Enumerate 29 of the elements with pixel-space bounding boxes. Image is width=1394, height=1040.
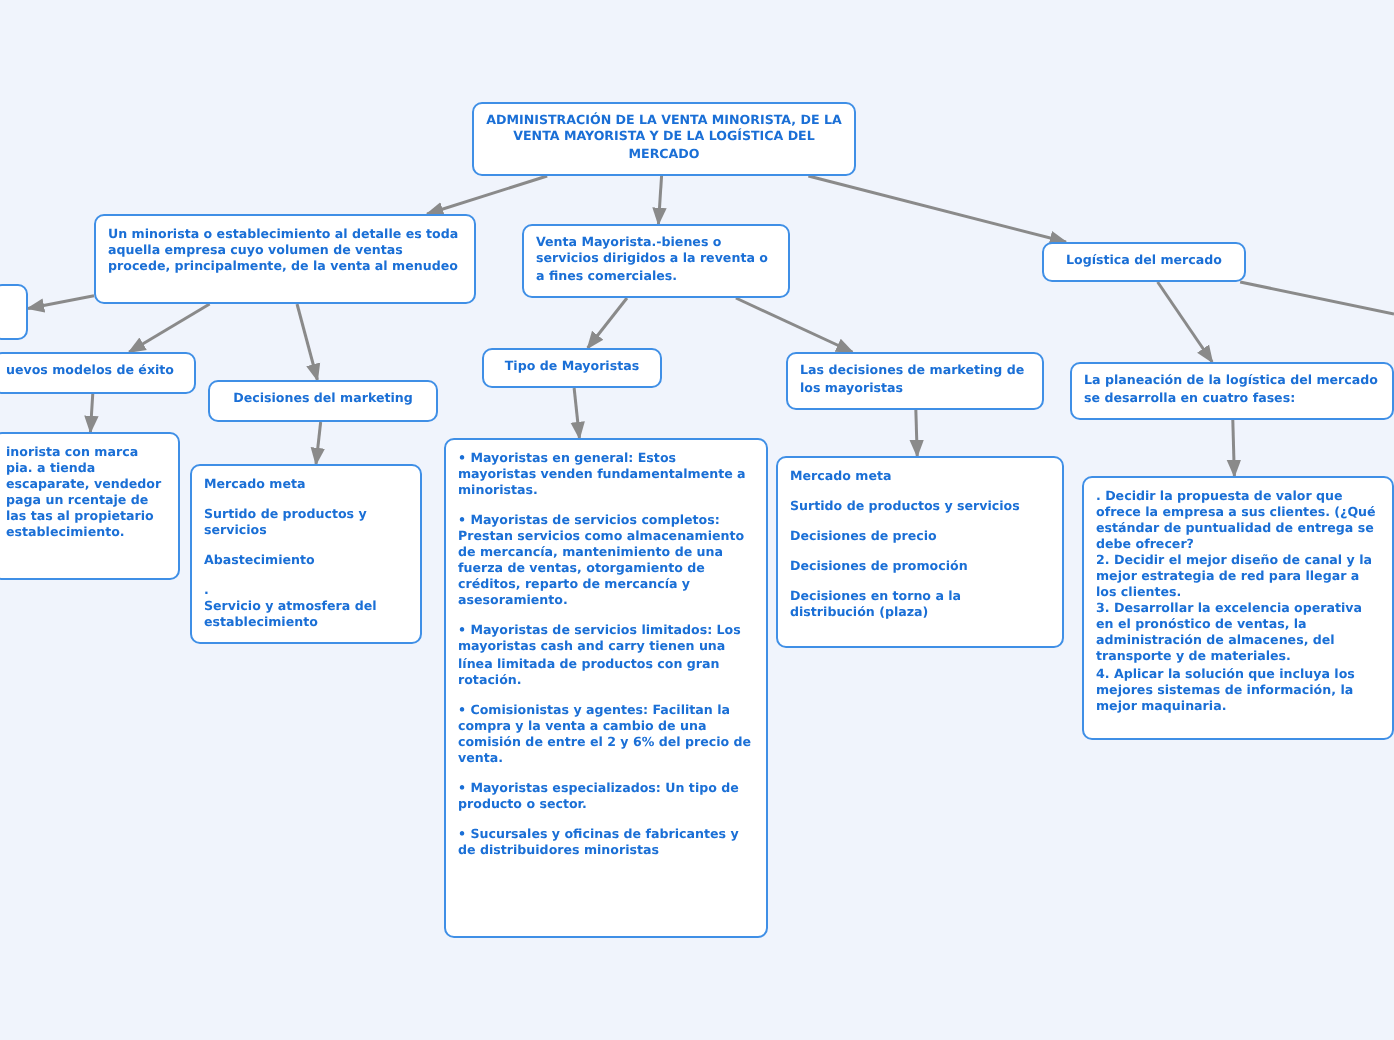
topic-box: [482, 348, 662, 388]
topic-box: [0, 432, 180, 580]
topic-box: [94, 214, 476, 304]
arrow: [1226, 419, 1242, 478]
arrow: [425, 174, 548, 216]
arrow: [26, 294, 95, 313]
topic-box: [522, 224, 790, 298]
arrow: [808, 174, 1068, 245]
arrow: [1156, 281, 1214, 364]
arrow: [295, 303, 321, 382]
topic-box: [472, 102, 856, 176]
arrow: [586, 297, 629, 350]
arrow: [127, 302, 211, 354]
arrow: [909, 409, 924, 458]
arrow: [570, 387, 585, 440]
arrow: [735, 296, 855, 354]
arrow: [310, 421, 325, 466]
topic-box: [786, 352, 1044, 410]
arrow: [652, 175, 667, 226]
empty-box: [0, 284, 28, 340]
topic-box: [1042, 242, 1246, 282]
topic-box: [776, 456, 1064, 648]
topic-box: [1070, 362, 1394, 420]
topic-box: [1082, 476, 1394, 740]
arrow: [84, 393, 99, 434]
topic-box: [208, 380, 438, 422]
topic-box: [444, 438, 768, 938]
topic-box: [0, 352, 196, 394]
topic-box: [190, 464, 422, 644]
